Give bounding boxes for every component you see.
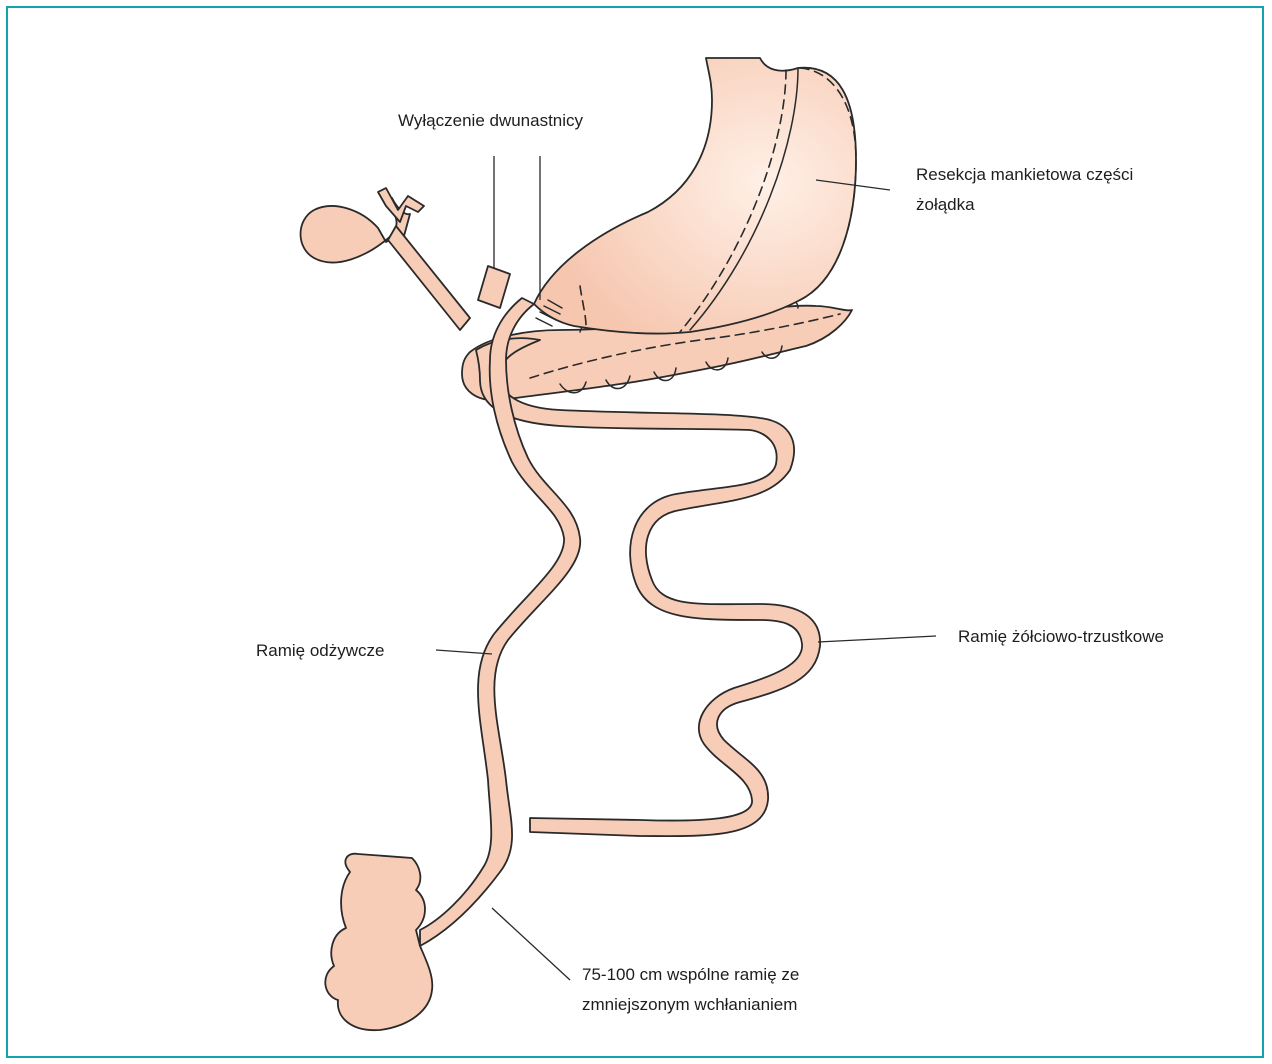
small-intestine [325, 298, 820, 1030]
gallbladder [301, 188, 471, 330]
stomach [534, 58, 856, 334]
label-biliopancreatic-limb: Ramię żółciowo-trzustkowe [958, 624, 1164, 650]
label-sleeve-resection-line2: żołądka [916, 192, 975, 218]
label-common-limb-line1: 75-100 cm wspólne ramię ze [582, 962, 799, 988]
label-duodenal-switch: Wyłączenie dwunastnicy [398, 108, 583, 134]
label-common-limb-line2: zmniejszonym wchłanianiem [582, 992, 797, 1018]
label-alimentary-limb: Ramię odżywcze [256, 638, 385, 664]
label-sleeve-resection-line1: Resekcja mankietowa części [916, 162, 1133, 188]
